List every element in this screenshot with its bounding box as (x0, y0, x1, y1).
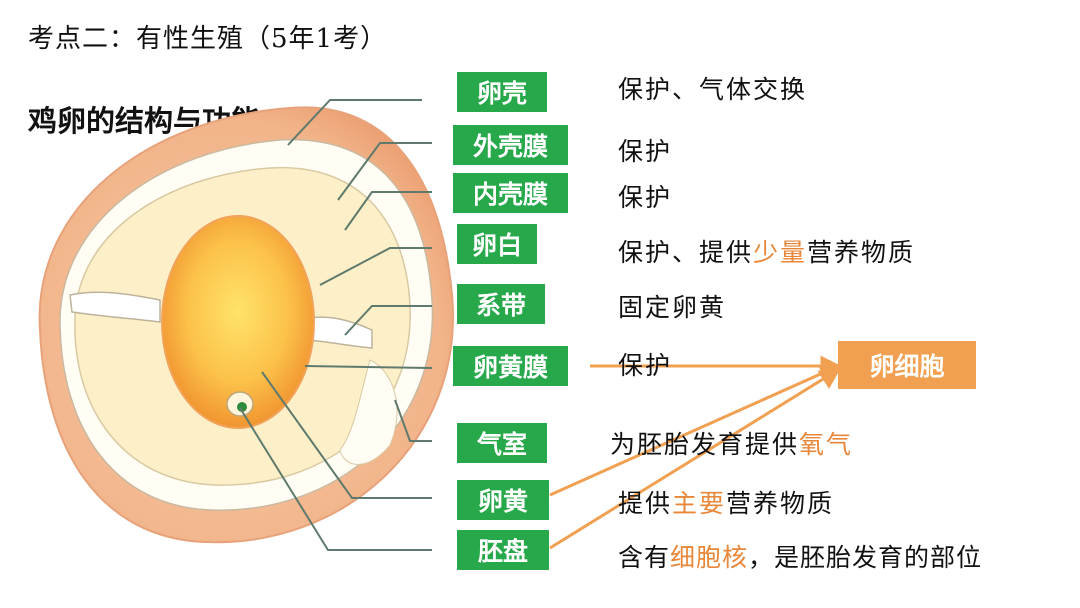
label-air-chamber: 气室 (457, 423, 547, 463)
yolk (161, 215, 315, 429)
page-title: 考点二：有性生殖（5年1考） (28, 24, 388, 54)
leader-line-germinal-disc (239, 407, 432, 551)
label-inner-shell-membrane: 内壳膜 (453, 173, 568, 213)
air-chamber (339, 359, 398, 465)
egg-cell-label: 卵细胞 (838, 341, 976, 389)
label-albumen: 卵白 (457, 224, 537, 264)
label-chalaza: 系带 (457, 284, 545, 324)
leader-line-yolk (261, 371, 432, 499)
leader-lines (239, 99, 433, 551)
germinal-disc-core (237, 402, 247, 412)
desc-outer-shell-membrane: 保护 (618, 137, 673, 166)
arrow-from-germinal-disc (549, 374, 829, 550)
label-outer-shell-membrane: 外壳膜 (453, 125, 568, 165)
arrowhead-germinal-disc (817, 368, 841, 389)
desc-shell: 保护、气体交换 (618, 75, 808, 104)
chalaza-left (69, 291, 161, 323)
label-yolk: 卵黄 (457, 480, 549, 520)
leader-line-chalaza (344, 305, 432, 336)
leader-line-albumen (319, 247, 432, 286)
desc-yolk: 提供主要营养物质 (618, 489, 835, 518)
leader-line-inner-membrane (344, 191, 432, 231)
label-yolk-membrane: 卵黄膜 (453, 346, 568, 386)
label-shell: 卵壳 (457, 72, 547, 112)
desc-yolk-membrane: 保护 (618, 351, 673, 380)
leader-line-air-chamber (394, 399, 432, 442)
egg-cell-arrows (549, 355, 842, 550)
leader-line-yolk-membrane (304, 365, 433, 369)
leader-line-shell (287, 99, 422, 146)
desc-albumen: 保护、提供少量营养物质 (618, 238, 916, 267)
desc-chalaza: 固定卵黄 (618, 293, 727, 322)
desc-inner-shell-membrane: 保护 (618, 183, 673, 212)
desc-germinal-disc: 含有细胞核，是胚胎发育的部位 (618, 543, 983, 572)
arrow-from-yolk (549, 370, 826, 497)
label-germinal-disc: 胚盘 (457, 530, 549, 570)
chalaza-right (307, 316, 373, 349)
desc-air-chamber: 为胚胎发育提供氧气 (610, 430, 854, 459)
leader-line-outer-membrane (337, 142, 432, 201)
